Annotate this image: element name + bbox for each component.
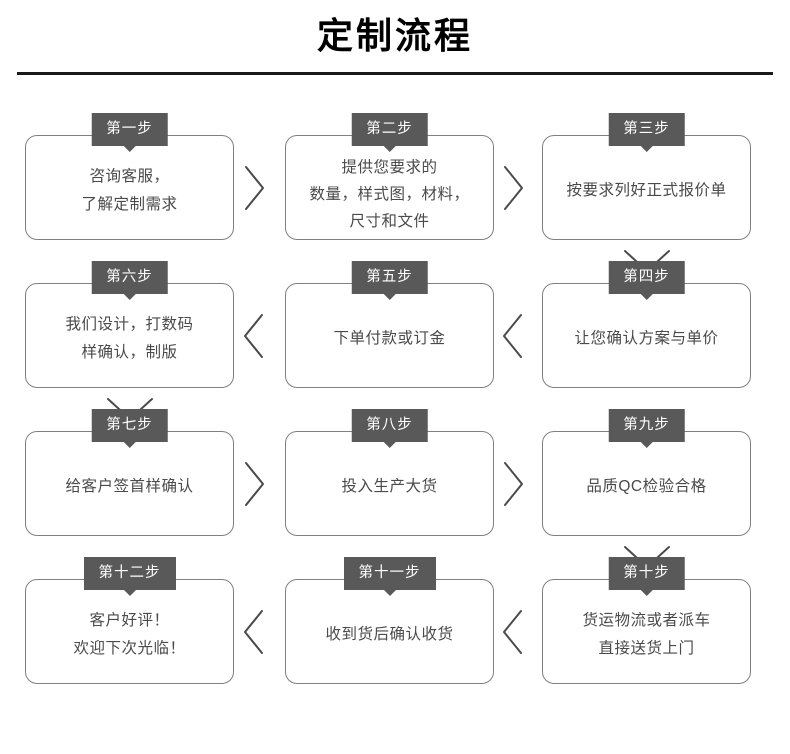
step-card-2[interactable]: 提供您要求的 数量，样式图，材料， 尺寸和文件 第二步	[285, 113, 494, 240]
step-badge: 第三步	[608, 113, 685, 146]
step-text: 给客户签首样确认	[65, 477, 194, 495]
flow-row-2: 我们设计，打数码 样确认，制版 第六步 下单付款或订金 第五步 让您确认方案与单…	[0, 261, 790, 420]
step-card-1[interactable]: 咨询客服， 了解定制需求 第一步	[25, 113, 234, 240]
step-card-body: 货运物流或者派车 直接送货上门	[542, 579, 751, 684]
title-divider	[17, 72, 773, 75]
chevron-left-icon	[237, 309, 271, 363]
step-card-4[interactable]: 让您确认方案与单价 第四步	[542, 261, 751, 388]
step-badge: 第四步	[608, 261, 685, 294]
step-badge: 第九步	[608, 409, 685, 442]
chevron-right-icon	[496, 161, 530, 215]
step-badge: 第十二步	[83, 557, 176, 590]
step-text: 按要求列好正式报价单	[566, 181, 727, 199]
step-card-body: 提供您要求的 数量，样式图，材料， 尺寸和文件	[285, 135, 494, 240]
step-text: 提供您要求的 数量，样式图，材料， 尺寸和文件	[309, 159, 470, 230]
step-badge: 第二步	[351, 113, 428, 146]
flow-row-3: 给客户签首样确认 第七步 投入生产大货 第八步 品质QC检验合格 第九步	[0, 409, 790, 568]
step-text: 收到货后确认收货	[325, 625, 454, 643]
title-block: 定制流程	[0, 0, 790, 75]
step-text: 下单付款或订金	[333, 329, 446, 347]
flow-row-1: 咨询客服， 了解定制需求 第一步 提供您要求的 数量，样式图，材料， 尺寸和文件…	[0, 113, 790, 272]
step-card-body: 给客户签首样确认	[25, 431, 234, 536]
step-card-body: 下单付款或订金	[285, 283, 494, 388]
step-card-10[interactable]: 货运物流或者派车 直接送货上门 第十步	[542, 557, 751, 684]
step-card-6[interactable]: 我们设计，打数码 样确认，制版 第六步	[25, 261, 234, 388]
step-text: 投入生产大货	[341, 477, 438, 495]
step-card-9[interactable]: 品质QC检验合格 第九步	[542, 409, 751, 536]
step-text: 我们设计，打数码 样确认，制版	[65, 315, 194, 361]
step-card-7[interactable]: 给客户签首样确认 第七步	[25, 409, 234, 536]
step-badge: 第一步	[91, 113, 168, 146]
step-text: 品质QC检验合格	[586, 477, 707, 495]
flow-row-4: 客户好评！ 欢迎下次光临！ 第十二步 收到货后确认收货 第十一步 货运物流或者派…	[0, 557, 790, 684]
step-badge: 第七步	[91, 409, 168, 442]
step-card-body: 我们设计，打数码 样确认，制版	[25, 283, 234, 388]
step-card-body: 咨询客服， 了解定制需求	[25, 135, 234, 240]
chevron-right-icon	[237, 457, 271, 511]
step-badge: 第十一步	[343, 557, 436, 590]
step-card-body: 客户好评！ 欢迎下次光临！	[25, 579, 234, 684]
step-text: 客户好评！ 欢迎下次光临！	[73, 611, 186, 657]
chevron-left-icon	[237, 605, 271, 659]
step-card-body: 按要求列好正式报价单	[542, 135, 751, 240]
step-card-body: 投入生产大货	[285, 431, 494, 536]
step-text: 让您确认方案与单价	[574, 329, 719, 347]
step-card-8[interactable]: 投入生产大货 第八步	[285, 409, 494, 536]
step-badge: 第八步	[351, 409, 428, 442]
step-badge: 第六步	[91, 261, 168, 294]
step-card-5[interactable]: 下单付款或订金 第五步	[285, 261, 494, 388]
page-title: 定制流程	[316, 15, 473, 56]
step-card-11[interactable]: 收到货后确认收货 第十一步	[285, 557, 494, 684]
chevron-left-icon	[496, 309, 530, 363]
step-text: 货运物流或者派车 直接送货上门	[582, 611, 711, 657]
step-badge: 第十步	[608, 557, 685, 590]
chevron-left-icon	[496, 605, 530, 659]
step-text: 咨询客服， 了解定制需求	[81, 167, 178, 213]
step-badge: 第五步	[351, 261, 428, 294]
flow-diagram: 咨询客服， 了解定制需求 第一步 提供您要求的 数量，样式图，材料， 尺寸和文件…	[0, 87, 790, 687]
step-card-12[interactable]: 客户好评！ 欢迎下次光临！ 第十二步	[25, 557, 234, 684]
step-card-body: 品质QC检验合格	[542, 431, 751, 536]
step-card-3[interactable]: 按要求列好正式报价单 第三步	[542, 113, 751, 240]
chevron-right-icon	[496, 457, 530, 511]
chevron-right-icon	[237, 161, 271, 215]
